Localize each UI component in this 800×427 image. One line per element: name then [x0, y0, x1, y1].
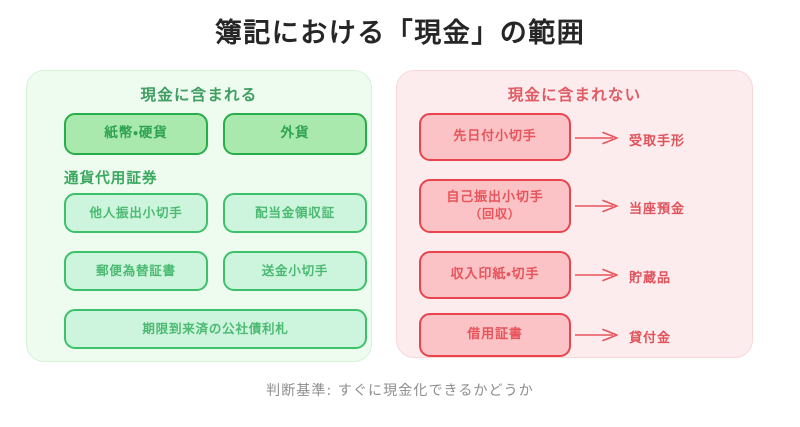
excluded-target-loans-receivable: 貸付金 [629, 331, 672, 346]
arrow-icon-to-loans-receivable [575, 328, 621, 342]
included-item-matured-bond-coupon[interactable]: 期限到来済の公社債利札 [64, 309, 367, 349]
arrow-icon-to-notes-receivable [575, 131, 621, 145]
included-item-foreign-currency[interactable]: 外貨 [223, 113, 367, 155]
excluded-target-notes-receivable: 受取手形 [629, 134, 686, 149]
excluded-item-loan-certificate[interactable]: 借用証書 [419, 313, 571, 357]
criteria-caption: 判断基準: すぐに現金化できるかどうか [266, 383, 534, 399]
included-item-remittance-check[interactable]: 送金小切手 [223, 251, 367, 291]
panel-included-header: 現金に含まれる [140, 86, 258, 104]
included-item-dividend-receipt[interactable]: 配当金領収証 [223, 193, 367, 233]
excluded-item-self-drawn-check-sublabel: （回収） [469, 206, 521, 221]
included-item-banknotes-coins[interactable]: 紙幣・硬貨 [64, 113, 208, 155]
excluded-target-current-deposit: 当座預金 [629, 202, 686, 217]
excluded-item-postdated-check[interactable]: 先日付小切手 [419, 113, 571, 161]
excluded-item-self-drawn-check[interactable]: 自己振出小切手 （回収） [419, 179, 571, 233]
subsection-label-currency-substitutes: 通貨代用証券 [64, 171, 158, 187]
included-item-third-party-check[interactable]: 他人振出小切手 [64, 193, 208, 233]
excluded-item-revenue-stamps-label: 収入印紙・切手 [450, 266, 540, 282]
excluded-item-self-drawn-check-label: 自己振出小切手 [446, 190, 544, 205]
excluded-item-revenue-stamps[interactable]: 収入印紙・切手 [419, 251, 571, 299]
excluded-target-supplies: 貯蔵品 [629, 271, 672, 286]
panel-excluded-header: 現金に含まれない [507, 86, 642, 104]
excluded-item-postdated-check-label: 先日付小切手 [453, 128, 537, 144]
page-title: 簿記における「現金」の範囲 [214, 18, 586, 49]
excluded-item-loan-certificate-label: 借用証書 [467, 326, 523, 342]
included-item-postal-money-order[interactable]: 郵便為替証書 [64, 251, 208, 291]
arrow-icon-to-supplies [575, 268, 621, 282]
arrow-icon-to-current-deposit [575, 199, 621, 213]
panel-cash-excluded: 現金に含まれない 先日付小切手 受取手形 自己振出小切手 （回収） 当座預金 収… [396, 70, 753, 358]
panel-cash-included: 現金に含まれる 紙幣・硬貨 外貨 通貨代用証券 他人振出小切手 配当金領収証 郵… [26, 70, 372, 362]
